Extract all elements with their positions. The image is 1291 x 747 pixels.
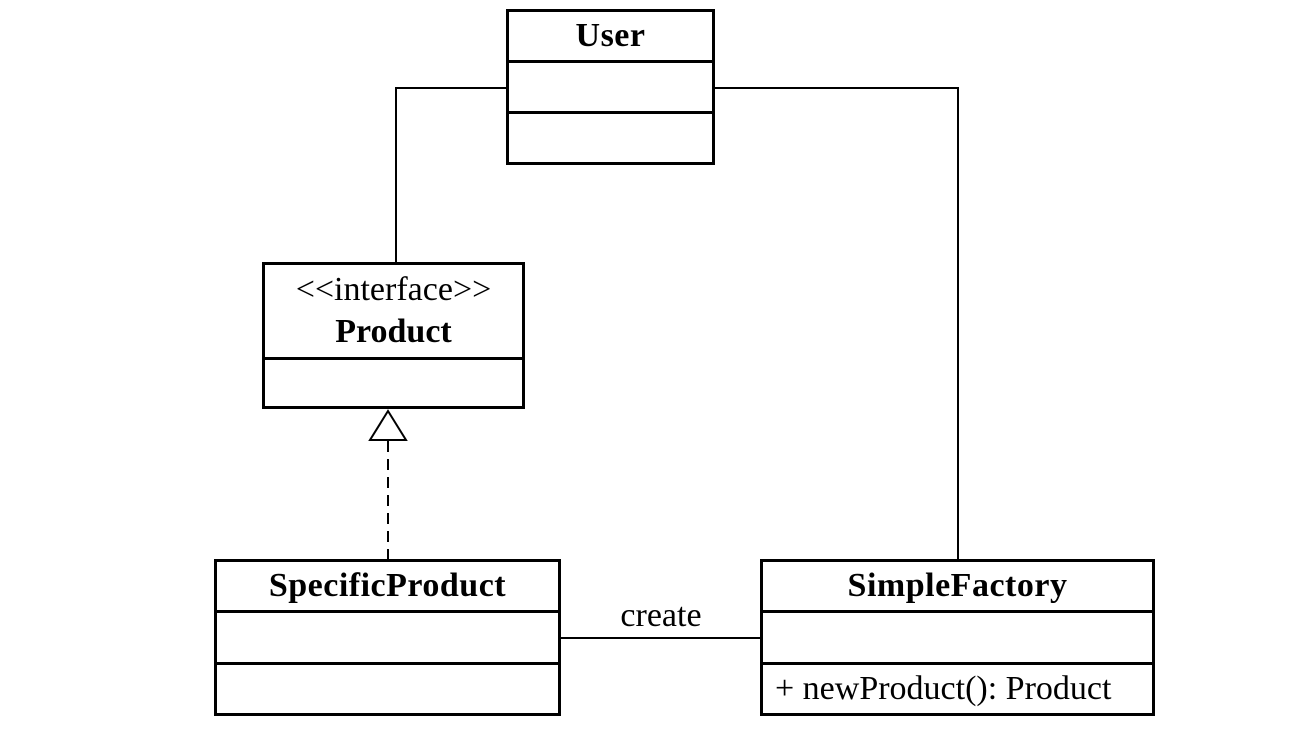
edge-user-to-simple-factory	[715, 87, 959, 559]
class-box-simple-factory: SimpleFactory + newProduct(): Product	[760, 559, 1155, 716]
simple-factory-attributes-compartment	[763, 613, 1152, 665]
edge-label-create: create	[620, 597, 702, 634]
product-stereotype: <<interface>>	[295, 271, 492, 308]
class-name-simple-factory: SimpleFactory	[763, 562, 1152, 613]
specific-product-attributes-compartment	[217, 613, 558, 665]
user-methods-compartment	[509, 114, 712, 162]
specific-product-methods-compartment	[217, 665, 558, 713]
user-attributes-compartment	[509, 63, 712, 114]
class-box-product: <<interface>> Product	[262, 262, 525, 409]
realization-hollow-triangle-icon	[368, 409, 408, 441]
edge-user-to-product	[395, 87, 506, 262]
class-box-user: User	[506, 9, 715, 165]
class-name-product: Product	[335, 313, 452, 350]
product-title-compartment: <<interface>> Product	[265, 265, 522, 360]
product-members-compartment	[265, 360, 522, 406]
class-name-specific-product: SpecificProduct	[217, 562, 558, 613]
class-name-user: User	[509, 12, 712, 63]
simple-factory-method: + newProduct(): Product	[775, 670, 1112, 707]
class-box-specific-product: SpecificProduct	[214, 559, 561, 716]
